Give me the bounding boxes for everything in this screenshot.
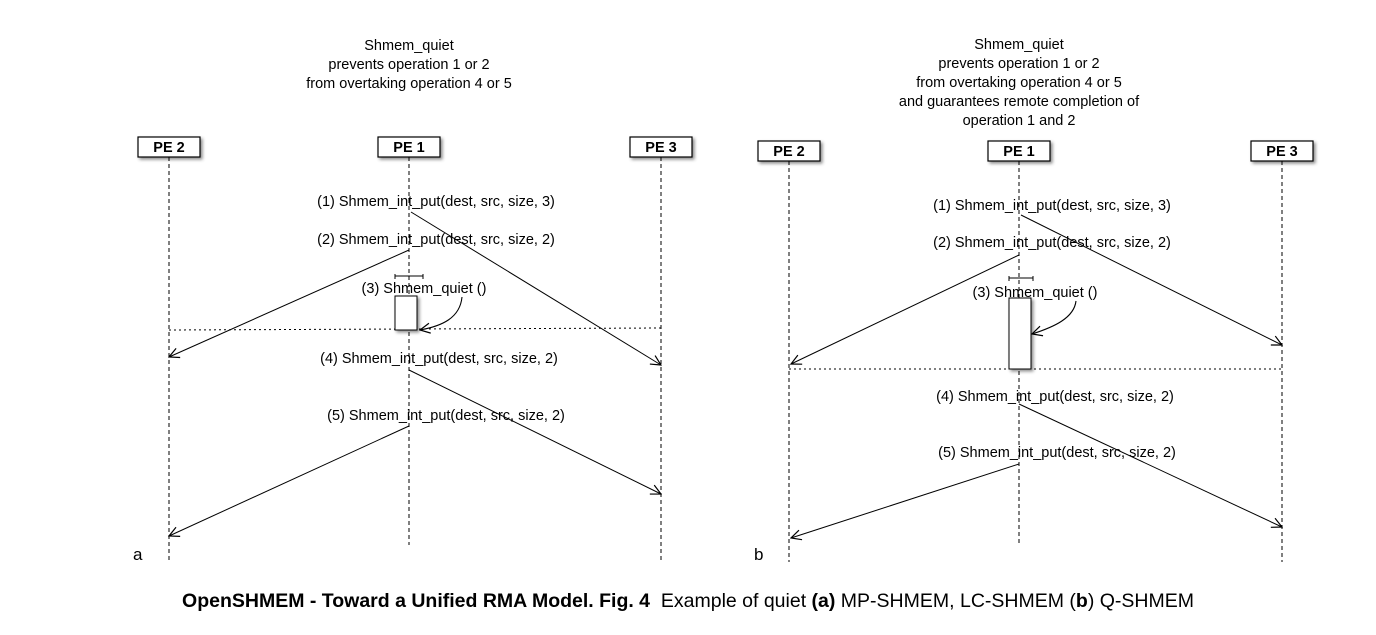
op2-label: (2) Shmem_int_put(dest, src, size, 2): [933, 235, 1171, 251]
arrow-op4: [408, 369, 661, 494]
pe-box-pe3: PE 3: [1250, 140, 1314, 162]
arrow-op1: [1020, 214, 1282, 345]
pe-label: PE 1: [1003, 144, 1034, 160]
quiet-note-line: Shmem_quiet: [364, 38, 453, 54]
quiet-note-line: Shmem_quiet: [974, 37, 1063, 53]
pe-box-pe1: PE 1: [377, 136, 441, 158]
quiet-note-line: and guarantees remote completion of: [899, 94, 1140, 110]
arrow-quiet: [420, 296, 463, 330]
panel-letter: a: [133, 545, 143, 564]
caption-text: ) Q-SHMEM: [1087, 590, 1194, 612]
arrow-op5: [791, 463, 1020, 538]
caption-lead: OpenSHMEM - Toward a Unified RMA Model. …: [182, 590, 651, 612]
arrow-op5: [169, 425, 410, 536]
op4-label: (4) Shmem_int_put(dest, src, size, 2): [320, 351, 558, 367]
panel-b: Shmem_quiet prevents operation 1 or 2 fr…: [754, 37, 1314, 564]
arrow-op2: [169, 249, 410, 357]
op4-label: (4) Shmem_int_put(dest, src, size, 2): [936, 389, 1174, 405]
arrow-op2: [791, 254, 1020, 364]
caption-panel-b-ref: b: [1075, 590, 1088, 612]
quiet-note-line: prevents operation 1 or 2: [328, 57, 489, 73]
quiet-note-line: from overtaking operation 4 or 5: [916, 75, 1122, 91]
pe-box-pe3: PE 3: [629, 136, 693, 158]
pe-box-pe1: PE 1: [987, 140, 1051, 162]
pe-box-pe2: PE 2: [757, 140, 821, 162]
op2-label: (2) Shmem_int_put(dest, src, size, 2): [317, 232, 555, 248]
panel-letter: b: [754, 545, 763, 564]
quiet-note-line: prevents operation 1 or 2: [938, 56, 1099, 72]
op1-label: (1) Shmem_int_put(dest, src, size, 3): [317, 194, 555, 210]
quiet-note-line: from overtaking operation 4 or 5: [306, 76, 512, 92]
arrow-op1: [410, 211, 661, 365]
caption-text: MP-SHMEM, LC-SHMEM (: [835, 590, 1076, 612]
pe-box-pe2: PE 2: [137, 136, 201, 158]
op3-label: (3) Shmem_quiet (): [362, 281, 487, 297]
arrow-quiet: [1032, 300, 1077, 334]
pe-label: PE 3: [645, 140, 676, 156]
quiet-note-line: operation 1 and 2: [963, 113, 1076, 129]
caption-panel-a-ref: (a): [811, 590, 836, 612]
figure-caption: OpenSHMEM - Toward a Unified RMA Model. …: [0, 590, 1376, 613]
op5-label: (5) Shmem_int_put(dest, src, size, 2): [938, 445, 1176, 461]
quiet-activation-bar: [1008, 276, 1034, 370]
op3-label: (3) Shmem_quiet (): [973, 285, 1098, 301]
pe-label: PE 1: [393, 140, 424, 156]
pe-label: PE 3: [1266, 144, 1297, 160]
op5-label: (5) Shmem_int_put(dest, src, size, 2): [327, 408, 565, 424]
pe-label: PE 2: [153, 140, 184, 156]
caption-text: Example of quiet: [660, 590, 812, 612]
sequence-diagram: Shmem_quiet prevents operation 1 or 2 fr…: [133, 37, 1314, 564]
quiet-activation-bar: [394, 274, 424, 331]
panel-a: Shmem_quiet prevents operation 1 or 2 fr…: [133, 38, 693, 564]
arrow-op4: [1018, 403, 1282, 527]
pe-label: PE 2: [773, 144, 804, 160]
op1-label: (1) Shmem_int_put(dest, src, size, 3): [933, 198, 1171, 214]
